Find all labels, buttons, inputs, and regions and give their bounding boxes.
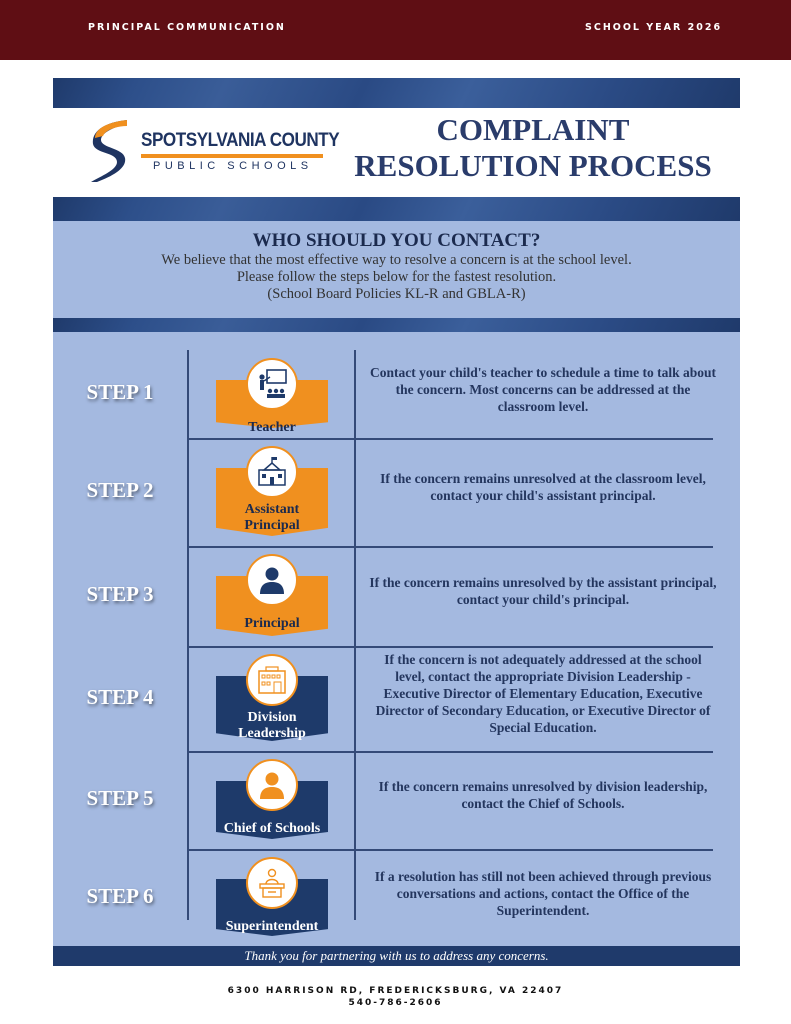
intro-heading: WHO SHOULD YOU CONTACT? (252, 230, 541, 251)
role-badge: Teacher (216, 358, 328, 436)
role-label: Chief of Schools (223, 821, 321, 836)
title-line1: COMPLAINT (436, 112, 630, 147)
divider-vertical (187, 350, 189, 920)
step-description: If the concern remains unresolved by div… (378, 779, 708, 811)
step-number: STEP 2 (86, 478, 154, 502)
role-badge: Chief of Schools (216, 759, 328, 847)
intro-line2: Please follow the steps below for the fa… (236, 269, 557, 285)
office-building-icon (246, 654, 298, 706)
role-label: Division Leadership (238, 710, 306, 741)
person-icon (246, 759, 298, 811)
role-badge: Superintendent (216, 857, 328, 944)
complaint-infographic: SPOTSYLVANIA COUNTY PUBLIC SCHOOLS COMPL… (53, 78, 740, 966)
phone-number: 540-786-2606 (348, 998, 443, 1008)
step-description: If the concern remains unresolved by the… (369, 575, 717, 607)
step-number: STEP 1 (86, 380, 154, 404)
teacher-icon (246, 358, 298, 410)
title-line2: RESOLUTION PROCESS (354, 148, 712, 183)
lower-stripe (53, 318, 740, 332)
podium-speaker-icon (246, 857, 298, 909)
intro-section: WHO SHOULD YOU CONTACT? We believe that … (53, 221, 740, 318)
step-description: If the concern remains unresolved at the… (380, 471, 706, 503)
header-bar: PRINCIPAL COMMUNICATION SCHOOL YEAR 2026 (0, 0, 791, 60)
role-label: Principal (244, 616, 300, 631)
step-description: If the concern is not adequately address… (375, 651, 711, 735)
logo-line2: PUBLIC SCHOOLS (153, 160, 313, 172)
step-number: STEP 5 (86, 786, 154, 810)
title-panel: SPOTSYLVANIA COUNTY PUBLIC SCHOOLS COMPL… (53, 108, 740, 197)
role-badge: Assistant Principal (216, 446, 328, 544)
step-number: STEP 6 (86, 883, 154, 908)
mid-stripe (53, 197, 740, 221)
role-label: Superintendent (225, 919, 319, 934)
role-label: Teacher (248, 420, 296, 435)
person-icon (246, 554, 298, 606)
step-description: Contact your child's teacher to schedule… (370, 365, 716, 414)
header-left: PRINCIPAL COMMUNICATION (88, 22, 286, 33)
role-badge: Division Leadership (216, 654, 328, 749)
row-divider (187, 751, 713, 753)
role-badge: Principal (216, 554, 328, 644)
address-block: 6300 HARRISON RD, FREDERICKSBURG, VA 224… (0, 985, 791, 1009)
step-number: STEP 3 (86, 582, 154, 606)
top-stripe (53, 78, 740, 108)
step-number: STEP 4 (86, 684, 154, 709)
role-label: Assistant Principal (244, 502, 300, 533)
page-title: COMPLAINT RESOLUTION PROCESS (333, 112, 733, 184)
row-divider (187, 646, 713, 648)
district-logo-icon (91, 120, 127, 182)
row-divider (187, 849, 713, 851)
logo-line1: SPOTSYLVANIA COUNTY (141, 130, 340, 151)
intro-line1: We believe that the most effective way t… (161, 252, 632, 268)
footer-note: Thank you for partnering with us to addr… (53, 946, 740, 966)
divider-vertical (354, 350, 356, 920)
intro-line3: (School Board Policies KL-R and GBLA-R) (267, 286, 526, 302)
row-divider (187, 546, 713, 548)
address-line: 6300 HARRISON RD, FREDERICKSBURG, VA 224… (227, 986, 564, 996)
header-right: SCHOOL YEAR 2026 (585, 22, 723, 33)
school-building-icon (246, 446, 298, 498)
logo-divider (141, 154, 323, 158)
step-description: If a resolution has still not been achie… (374, 868, 712, 918)
row-divider (187, 438, 713, 440)
